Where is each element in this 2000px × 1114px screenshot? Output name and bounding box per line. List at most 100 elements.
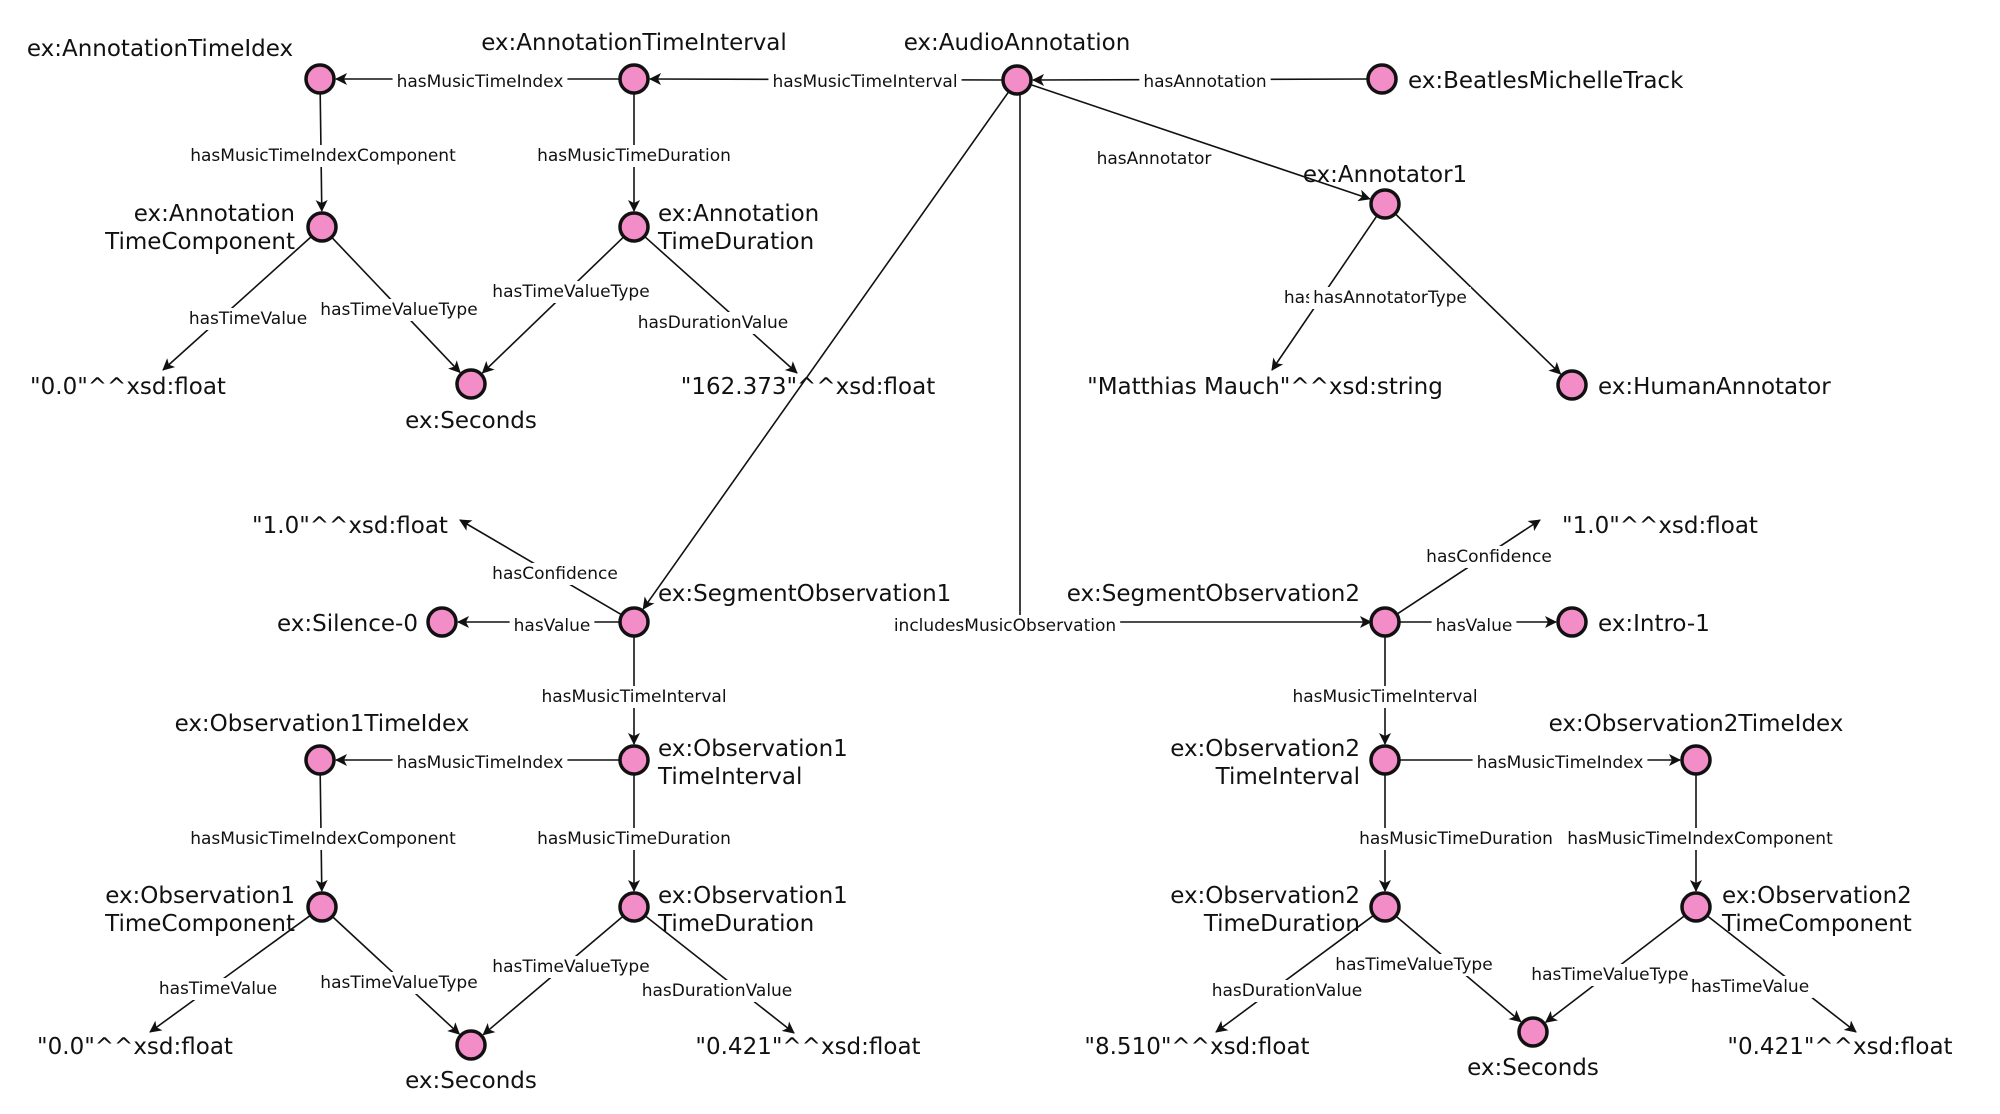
edge-label-text: hasConfidence: [1426, 547, 1552, 567]
edge-label-background: [633, 312, 793, 334]
node-label-line: TimeComponent: [104, 229, 295, 255]
node-timeidx[interactable]: [304, 63, 336, 95]
node-label-line: TimeComponent: [104, 911, 295, 937]
node-label-v00b: "0.0"^^xsd:float: [37, 1034, 233, 1060]
node-label-line: TimeDuration: [657, 911, 814, 937]
edge-label-text: hasMusicTimeIndex: [1477, 753, 1644, 773]
node-label-human: ex:HumanAnnotator: [1598, 374, 1831, 400]
edge-label-32: hasTimeValueType: [1527, 964, 1693, 986]
edge-tcomp-to-v00a: [162, 235, 313, 371]
node-label-seg2: ex:SegmentObservation2: [1067, 581, 1360, 607]
node-label-line: ex:Seconds: [405, 1068, 537, 1094]
edge-label-text: hasTimeValueType: [1335, 955, 1492, 975]
edge-o1dur-to-v0421a: [644, 915, 795, 1034]
node-tcomp[interactable]: [306, 211, 338, 243]
edge-label-text: hasDurationValue: [1212, 981, 1363, 1001]
node-o1dur[interactable]: [618, 891, 650, 923]
node-o2comp[interactable]: [1680, 891, 1712, 923]
edge-label-text: hasTimeValue: [189, 309, 307, 329]
node-label-line: "0.0"^^xsd:float: [37, 1034, 233, 1060]
node-label-line: ex:Seconds: [1467, 1055, 1599, 1081]
edge-label-18: hasMusicTimeIndexComponent: [186, 828, 461, 850]
edge-label-text: hasTimeValueType: [492, 957, 649, 977]
node-audio[interactable]: [1001, 64, 1033, 96]
edge-label-background: [316, 972, 482, 994]
node-label-line: TimeDuration: [657, 229, 814, 255]
edge-label-background: [1288, 686, 1482, 708]
node-label-v8510: "8.510"^^xsd:float: [1084, 1034, 1309, 1060]
node-track[interactable]: [1366, 63, 1398, 95]
edge-label-background: [768, 71, 962, 93]
node-label-line: ex:Observation1: [658, 736, 848, 762]
edge-label-text: hasAnnotator: [1097, 149, 1212, 169]
node-timeint[interactable]: [618, 63, 650, 95]
node-label-v00a: "0.0"^^xsd:float: [30, 374, 226, 400]
node-label-v0421a: "0.421"^^xsd:float: [695, 1034, 920, 1060]
edge-label-text: hasValue: [514, 616, 591, 636]
node-label-line: TimeInterval: [1215, 764, 1360, 790]
node-seg2[interactable]: [1369, 606, 1401, 638]
edge-label-3: hasMusicTimeIndexComponent: [186, 145, 461, 167]
edge-label-background: [184, 308, 312, 330]
node-annot1[interactable]: [1369, 188, 1401, 220]
edge-label-1: hasMusicTimeInterval: [768, 71, 962, 93]
edge-label-background: [1431, 615, 1517, 637]
node-seg1[interactable]: [618, 606, 650, 638]
node-label-line: ex:AudioAnnotation: [904, 30, 1131, 56]
node-label-conf2: "1.0"^^xsd:float: [1562, 513, 1758, 539]
node-label-line: ex:Observation1: [105, 883, 295, 909]
edge-label-15: hasValue: [509, 615, 595, 637]
edge-label-14: hasConfidence: [488, 563, 622, 585]
node-intro[interactable]: [1556, 606, 1588, 638]
node-label-o1idx: ex:Observation1TimeIdex: [175, 711, 470, 737]
node-label-line: ex:Silence-0: [277, 611, 418, 637]
node-label-line: ex:AnnotationTimeInterval: [481, 30, 787, 56]
node-o1idx[interactable]: [304, 744, 336, 776]
node-sec1[interactable]: [455, 368, 487, 400]
node-label-seg1: ex:SegmentObservation1: [658, 581, 951, 607]
edge-label-background: [1309, 287, 1471, 309]
edge-label-text: hasMusicTimeInterval: [541, 687, 726, 707]
edge-label-31: hasTimeValueType: [1331, 954, 1497, 976]
node-o1int[interactable]: [618, 744, 650, 776]
node-label-line: ex:Seconds: [405, 408, 537, 434]
node-label-line: ex:HumanAnnotator: [1598, 374, 1831, 400]
edge-label-17: hasMusicTimeIndex: [392, 752, 568, 774]
nodes-layer: [304, 63, 1712, 1061]
edge-label-10: hasTimeValueType: [488, 281, 654, 303]
node-label-v0421b: "0.421"^^xsd:float: [1727, 1034, 1952, 1060]
edge-label-background: [488, 281, 654, 303]
node-label-line: ex:BeatlesMichelleTrack: [1408, 68, 1684, 94]
edge-label-text: hasAnnotatorType: [1313, 288, 1467, 308]
node-label-audio: ex:AudioAnnotation: [904, 30, 1131, 56]
edge-label-text: hasMusicTimeDuration: [537, 829, 731, 849]
node-o2int[interactable]: [1369, 744, 1401, 776]
node-sec2[interactable]: [455, 1029, 487, 1061]
edge-label-text: hasTimeValueType: [320, 300, 477, 320]
edge-tdur-to-sec1: [481, 236, 625, 374]
node-sec3[interactable]: [1517, 1016, 1549, 1048]
node-o2idx[interactable]: [1680, 744, 1712, 776]
edge-label-text: hasMusicTimeInterval: [772, 72, 957, 92]
edge-label-background: [154, 978, 282, 1000]
edge-label-text: hasTimeValue: [1691, 977, 1809, 997]
edge-label-background: [537, 686, 731, 708]
edge-o2dur-to-v8510: [1215, 914, 1375, 1033]
edge-label-27: hasMusicTimeIndex: [1472, 752, 1648, 774]
node-tdur[interactable]: [618, 211, 650, 243]
edge-label-text: hasMusicTimeIndexComponent: [1567, 829, 1833, 849]
edge-label-text: hasMusicTimeDuration: [1359, 829, 1553, 849]
node-human[interactable]: [1556, 369, 1588, 401]
node-o1comp[interactable]: [306, 891, 338, 923]
edge-label-26: hasMusicTimeInterval: [1288, 686, 1482, 708]
node-silence[interactable]: [426, 606, 458, 638]
edge-audio-to-seg1: [642, 90, 1010, 610]
node-o2dur[interactable]: [1369, 891, 1401, 923]
node-label-line: ex:Annotation: [134, 201, 295, 227]
edge-label-text: hasMusicTimeInterval: [1292, 687, 1477, 707]
edge-label-28: hasMusicTimeDuration: [1355, 828, 1557, 850]
edge-label-30: hasDurationValue: [1207, 980, 1367, 1002]
